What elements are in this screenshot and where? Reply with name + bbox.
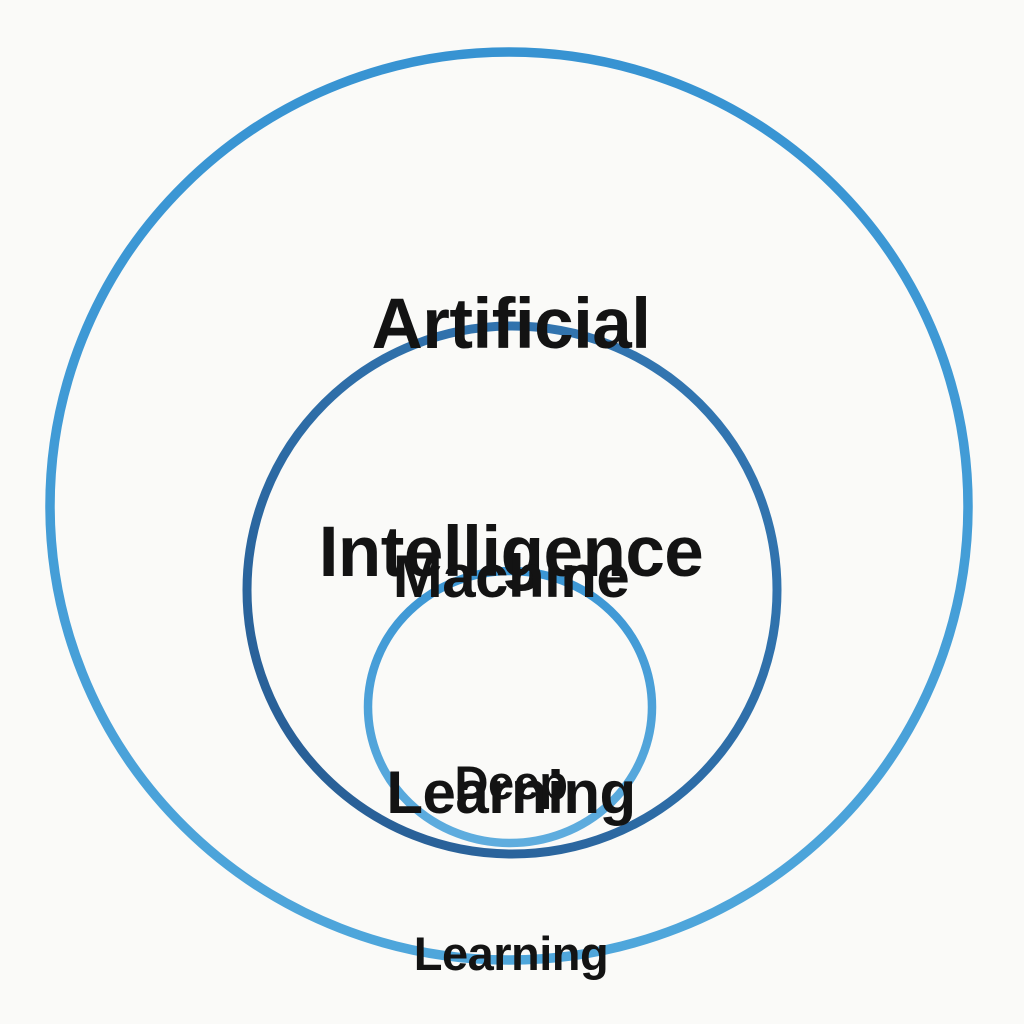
deep-learning-label: Deep Learning — [0, 640, 1022, 1024]
artificial-intelligence-label: Artificial Intelligence — [0, 135, 1022, 743]
artificial-intelligence-circle — [45, 47, 973, 965]
machine-learning-circle — [242, 321, 782, 859]
label-line: Artificial — [371, 285, 651, 364]
machine-learning-label: Machine Learning — [0, 397, 1022, 973]
label-line: Machine — [392, 543, 630, 610]
label-line: Intelligence — [318, 513, 704, 592]
label-line: Deep — [454, 756, 568, 809]
label-line: Learning — [413, 927, 609, 980]
deep-learning-circle — [363, 566, 657, 848]
label-line: Learning — [386, 759, 636, 826]
